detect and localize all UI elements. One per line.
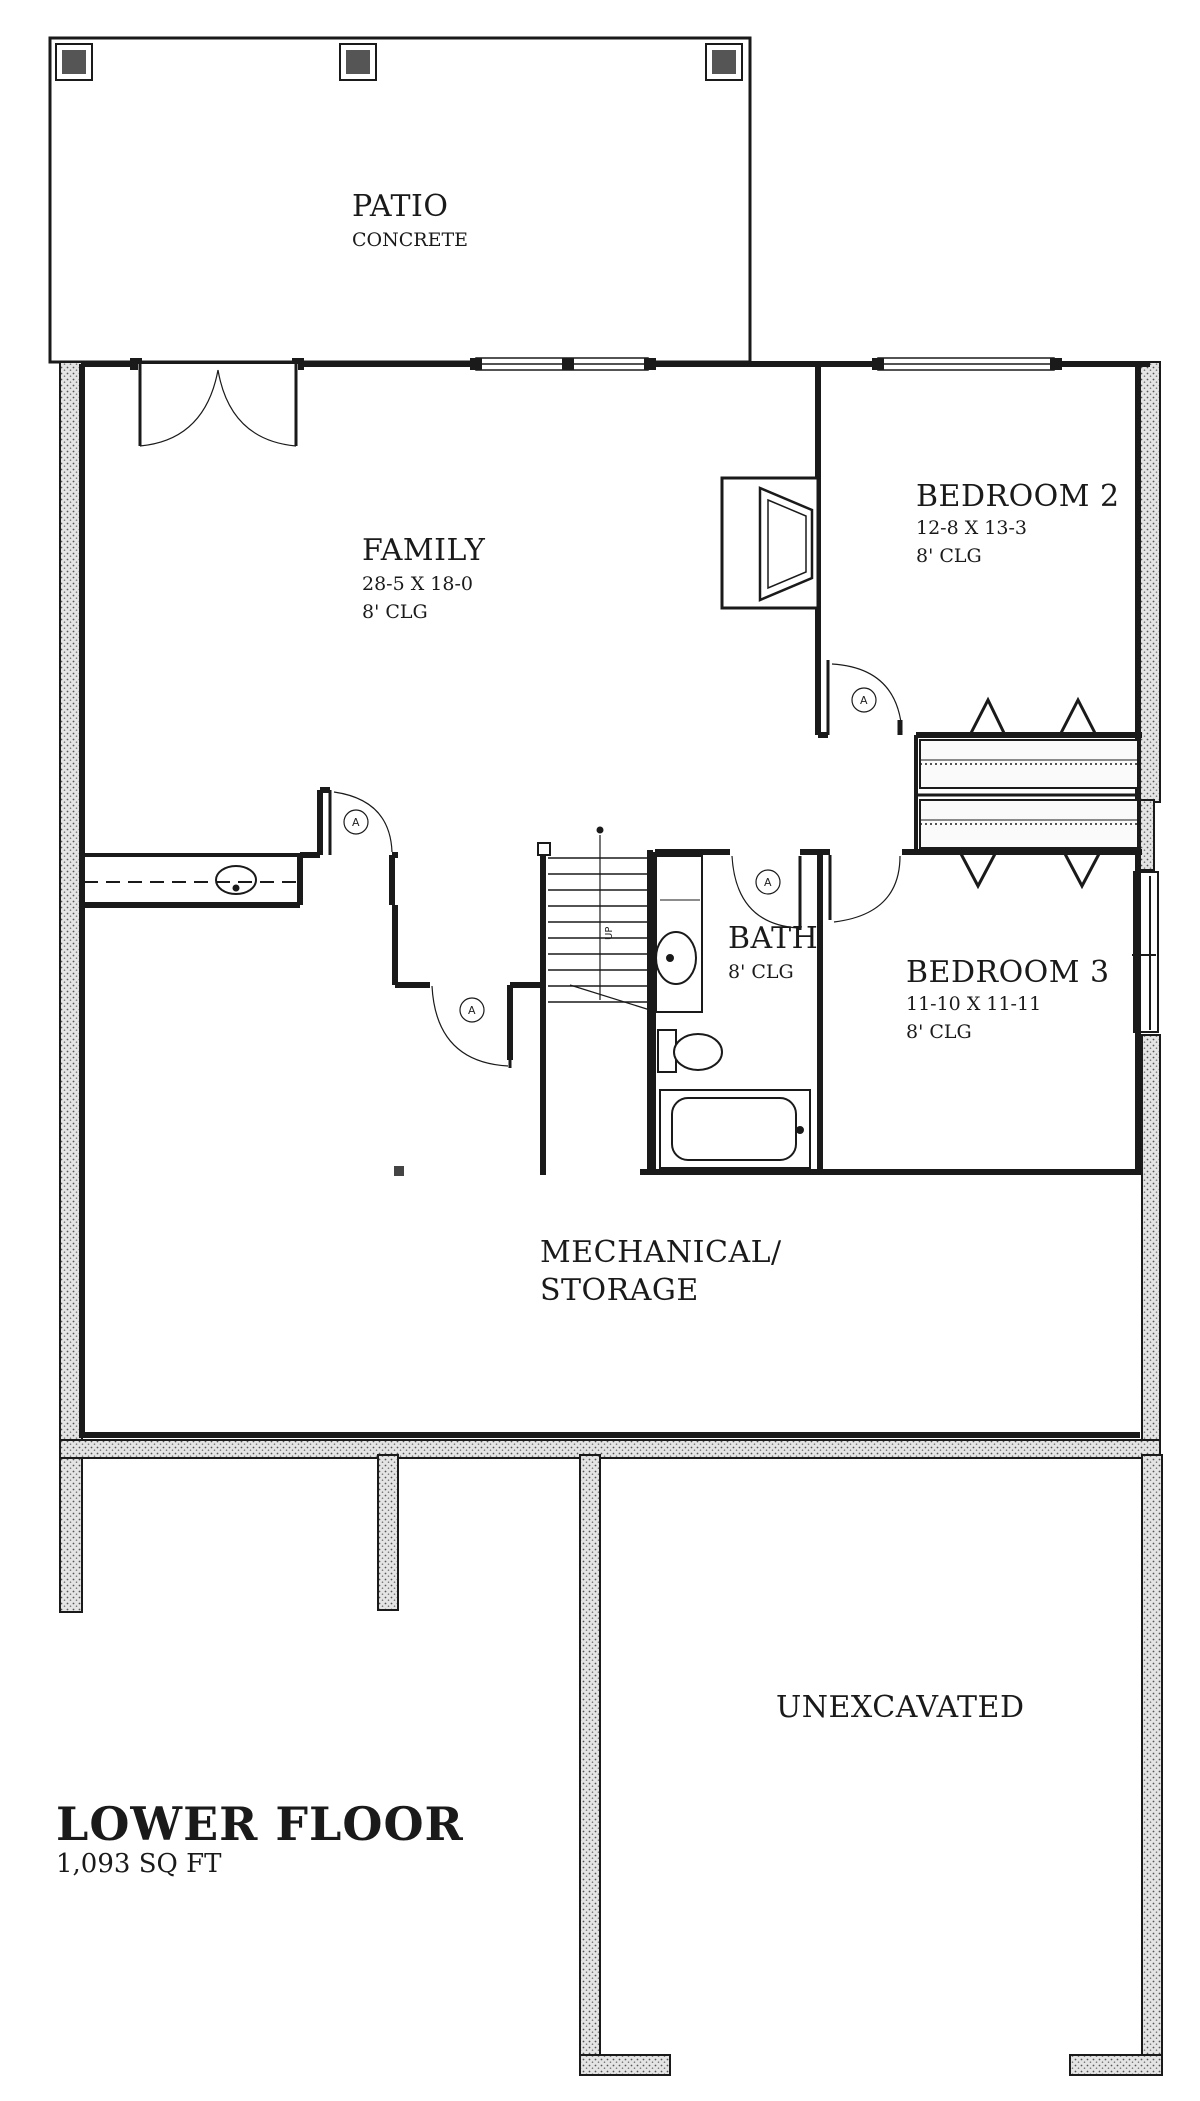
bath-ceiling: 8' CLG	[728, 961, 794, 983]
bedroom2-door	[826, 660, 903, 735]
plan-area: 1,093 SQ FT	[56, 1849, 222, 1879]
sink-icon	[655, 931, 697, 985]
svg-text:A: A	[352, 816, 360, 829]
bedroom2-size: 12-8 X 13-3	[916, 517, 1027, 539]
closet-bedroom2	[919, 696, 1139, 789]
laundry-nook	[84, 853, 300, 895]
bath-vanity	[655, 855, 703, 1013]
closet-bedroom3	[919, 799, 1139, 890]
utility-sink	[215, 865, 257, 895]
door-tag: A	[851, 687, 877, 713]
bathtub-icon	[659, 1089, 811, 1169]
svg-text:A: A	[468, 1004, 476, 1017]
mechanical-name: MECHANICAL/	[540, 1235, 782, 1270]
closet-door	[328, 790, 393, 855]
stairs	[537, 826, 651, 1172]
bath-name: BATH	[728, 921, 818, 956]
door-tag: A	[755, 869, 781, 895]
family-name: FAMILY	[362, 533, 486, 568]
bath-door	[731, 855, 802, 930]
bedroom2-ceiling: 8' CLG	[916, 545, 982, 567]
patio-name: PATIO	[352, 189, 448, 224]
patio	[48, 36, 752, 364]
svg-text:A: A	[860, 694, 868, 707]
svg-text:A: A	[764, 876, 772, 889]
family-ceiling: 8' CLG	[362, 601, 428, 623]
unexcavated-label: UNEXCAVATED	[776, 1690, 1025, 1725]
door-tag: A	[343, 809, 369, 835]
post	[394, 1166, 404, 1176]
bedroom3-name: BEDROOM 3	[906, 955, 1110, 990]
patio-column	[705, 43, 743, 81]
patio-column	[339, 43, 377, 81]
toilet-icon	[657, 1029, 723, 1073]
fireplace	[720, 476, 820, 610]
stair-up-label: UP	[604, 927, 615, 940]
patio-french-doors	[138, 364, 298, 447]
bedroom3-ceiling: 8' CLG	[906, 1021, 972, 1043]
window	[877, 357, 1055, 371]
foundation-walls	[59, 361, 1163, 2076]
bedroom3-door	[828, 855, 901, 923]
door-tag: A	[459, 997, 485, 1023]
bedroom3-size: 11-10 X 11-11	[906, 993, 1041, 1015]
bedroom2-name: BEDROOM 2	[916, 479, 1120, 514]
mechanical-door	[431, 985, 512, 1068]
storage-name: STORAGE	[540, 1273, 699, 1308]
patio-detail: CONCRETE	[352, 229, 468, 251]
family-size: 28-5 X 18-0	[362, 573, 473, 595]
interior-walls	[82, 364, 1142, 1175]
patio-column	[55, 43, 93, 81]
plan-title: LOWER FLOOR	[56, 1797, 464, 1851]
